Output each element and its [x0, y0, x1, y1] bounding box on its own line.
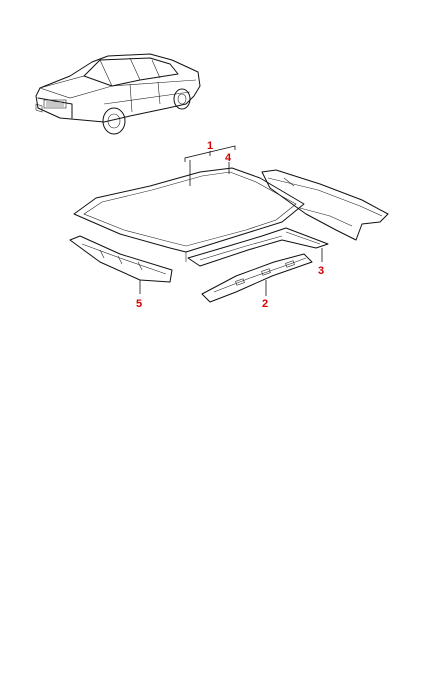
roof-cross-member	[187, 227, 329, 267]
rear-roof-frame	[201, 253, 313, 303]
roof-panel	[73, 167, 305, 262]
rear-roof-section	[261, 169, 389, 241]
leader-lines	[139, 145, 323, 296]
callout-4: 4	[225, 152, 232, 164]
callout-2: 2	[262, 298, 268, 310]
callout-1: 1	[207, 140, 213, 152]
car-illustration	[35, 53, 201, 135]
callout-3: 3	[318, 265, 324, 277]
callout-5: 5	[136, 298, 142, 310]
front-roof-frame	[69, 235, 173, 283]
